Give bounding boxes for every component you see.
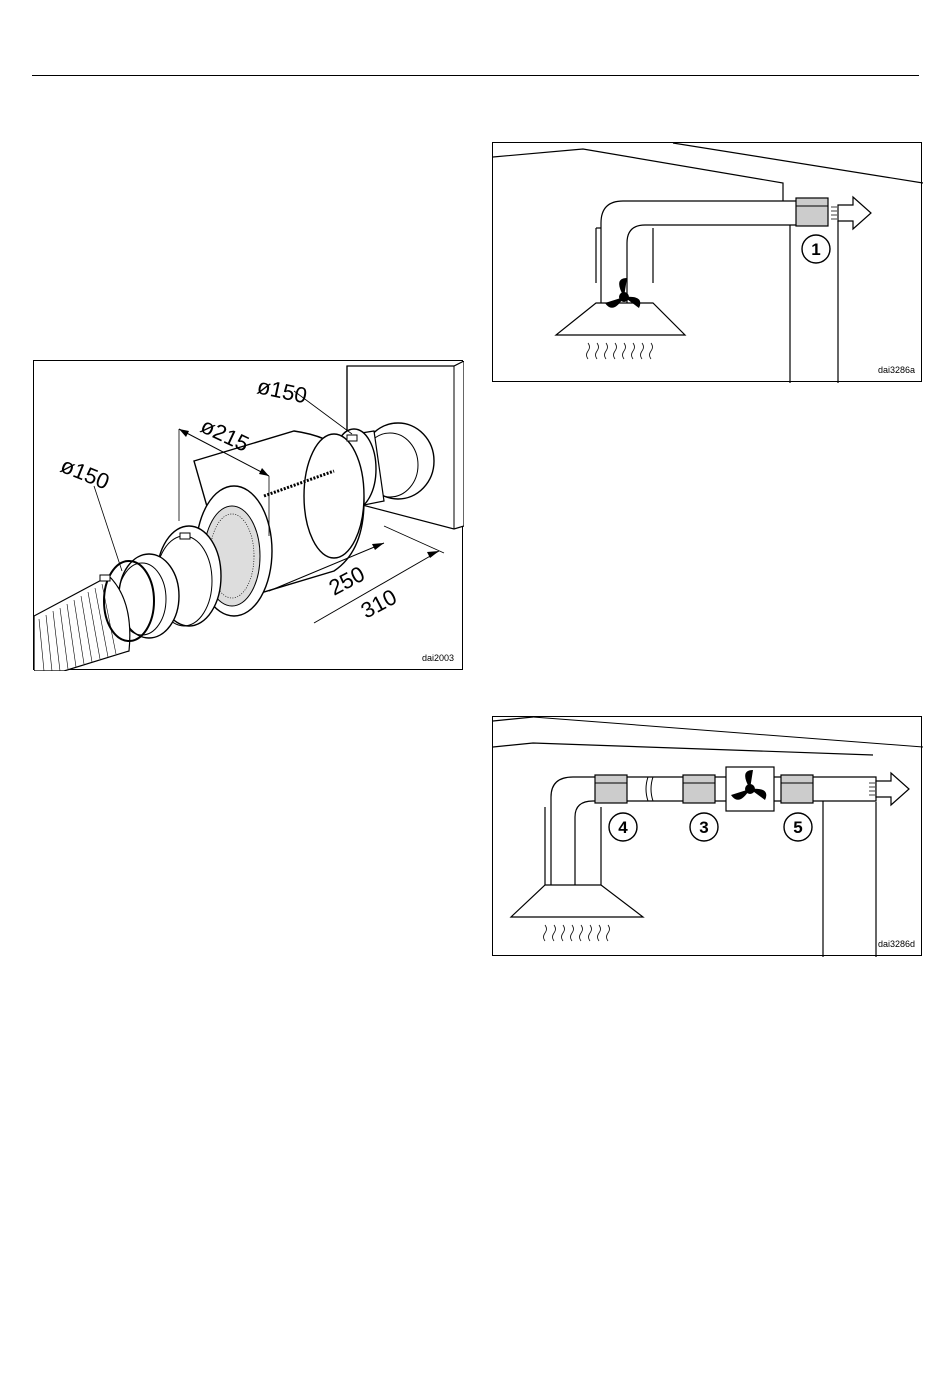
inline-fan-drawing: 4 3 5 [493, 717, 923, 957]
figure-wall-outlet: 1 dai3286a [492, 142, 922, 382]
label-body-diameter: ø215 [197, 413, 253, 457]
figure-inline-fan: 4 3 5 dai3286d [492, 716, 922, 956]
callout-5: 5 [793, 818, 802, 837]
figure-code: dai2003 [422, 653, 454, 663]
callout-1: 1 [811, 240, 820, 259]
figure-code: dai3286d [878, 939, 915, 949]
wall-outlet-drawing: 1 [493, 143, 923, 383]
figure-silencer: ø150 ø215 ø150 250 310 dai2003 [33, 360, 463, 670]
silencer-drawing: ø150 ø215 ø150 250 310 [34, 361, 464, 671]
label-outlet-diameter: ø150 [255, 373, 309, 408]
label-inlet-diameter: ø150 [57, 452, 113, 494]
figure-code: dai3286a [878, 365, 915, 375]
callout-3: 3 [699, 818, 708, 837]
header-rule [32, 75, 919, 76]
label-length-outer: 310 [357, 584, 401, 623]
callout-4: 4 [618, 818, 628, 837]
